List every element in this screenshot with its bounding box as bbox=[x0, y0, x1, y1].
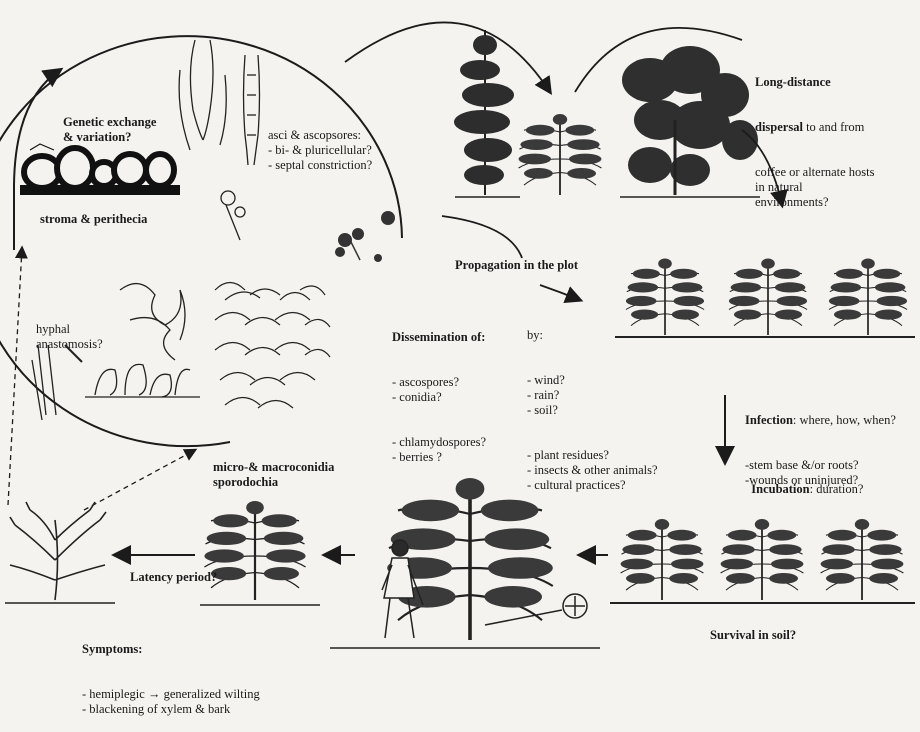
dead-plant-drawing bbox=[5, 502, 115, 603]
wilting-plant-drawing bbox=[204, 501, 305, 600]
dashed-arrow-hyphal bbox=[8, 248, 22, 505]
farmer-drawing bbox=[382, 540, 423, 638]
stroma-perithecia-label: stroma & perithecia bbox=[40, 212, 147, 227]
conidia-sporodochia-label: micro-& macroconidiasporodochia bbox=[213, 430, 334, 505]
survival-label: Survival in soil? bbox=[710, 628, 796, 643]
latency-label: Latency period? bbox=[130, 570, 217, 585]
dissemination-label: Dissemination of: - ascospores?- conidia… bbox=[392, 300, 486, 480]
propagation-by-label: by: - wind?- rain?- soil? - plant residu… bbox=[527, 298, 658, 508]
plot-row-1 bbox=[615, 259, 915, 338]
symptoms-label: Symptoms: - hemiplegic → generalized wil… bbox=[82, 612, 260, 732]
asci-drawing bbox=[179, 40, 259, 240]
incubation-label: Incubation: duration? bbox=[745, 467, 863, 497]
hyphal-anastomosis-label: hyphalanastomosis? bbox=[36, 292, 103, 367]
berries-drawing bbox=[335, 211, 395, 262]
forest-tree-drawing bbox=[454, 30, 520, 197]
propagation-label: Propagation in the plot bbox=[455, 258, 578, 273]
genetic-exchange-label: Genetic exchange& variation? bbox=[63, 85, 156, 160]
dashed-arrow-conidia bbox=[84, 450, 195, 510]
forest-canopy-drawing bbox=[620, 46, 760, 197]
plot-row-2 bbox=[610, 519, 915, 603]
asci-ascospores-label: asci & ascopsores:- bi- & pluricellular?… bbox=[268, 98, 372, 188]
conidia-drawing bbox=[215, 283, 330, 409]
coffee-plant-top-drawing bbox=[519, 114, 602, 195]
long-distance-dispersal-label: Long-distance dispersal to and from coff… bbox=[755, 45, 875, 225]
